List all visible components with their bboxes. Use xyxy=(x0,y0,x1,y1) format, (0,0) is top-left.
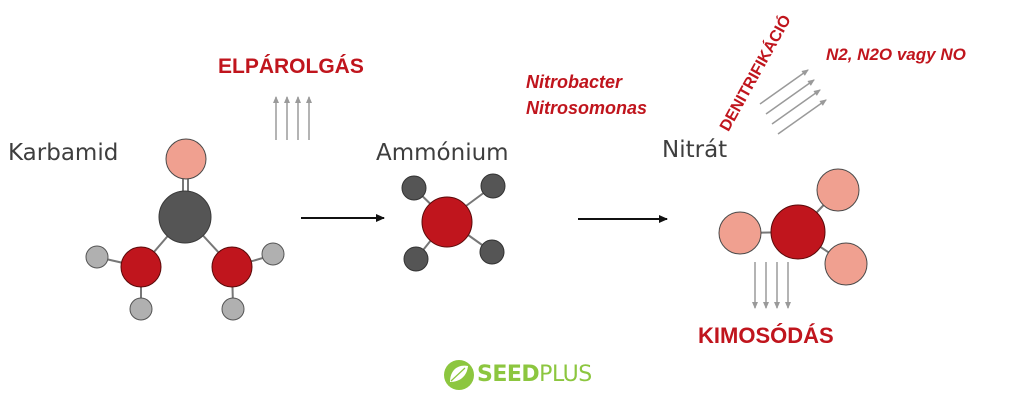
nitrate-molecule xyxy=(718,168,868,286)
ammonium-label: Ammónium xyxy=(376,140,509,166)
ammonium-molecule xyxy=(401,173,506,272)
nitrogen-atom xyxy=(421,196,473,248)
leaching-label: KIMOSÓDÁS xyxy=(698,323,834,348)
bacteria-label-nitrobacter: Nitrobacter xyxy=(526,72,623,92)
bacteria-label-nitrosomonas: Nitrosomonas xyxy=(526,98,648,118)
nitrate-label: Nitrát xyxy=(662,137,728,163)
hydrogen-atom xyxy=(261,242,285,266)
hydrogen-atom xyxy=(479,239,505,265)
volatilization-arrows xyxy=(273,96,312,140)
hydrogen-atom xyxy=(480,173,506,199)
carbon-atom xyxy=(158,190,212,244)
hydrogen-atom xyxy=(403,246,429,272)
oxygen-atom xyxy=(165,138,207,180)
hydrogen-atom xyxy=(401,175,427,201)
volatilization-label: ELPÁROLGÁS xyxy=(218,55,364,78)
nitrogen-atom xyxy=(211,246,253,288)
logo-plus: PLUS xyxy=(539,362,592,387)
logo-wordmark: SEEDPLUS xyxy=(477,362,592,387)
urea-molecule xyxy=(85,138,285,321)
oxygen-atom xyxy=(816,168,860,212)
logo-seed: SEED xyxy=(477,362,540,387)
leaf-logo-icon xyxy=(444,360,474,390)
hydrogen-atom xyxy=(221,297,245,321)
oxygen-atom xyxy=(824,242,868,286)
nitrogen-atom xyxy=(770,204,826,260)
urea-label: Karbamid xyxy=(8,140,119,166)
leaching-arrows xyxy=(752,262,791,309)
hydrogen-atom xyxy=(85,245,109,269)
gases-label: N2, N2O vagy NO xyxy=(826,45,966,64)
hydrogen-atom xyxy=(129,297,153,321)
nitrogen-atom xyxy=(120,246,162,288)
denitrification-arrows xyxy=(759,69,827,135)
oxygen-atom xyxy=(718,211,762,255)
